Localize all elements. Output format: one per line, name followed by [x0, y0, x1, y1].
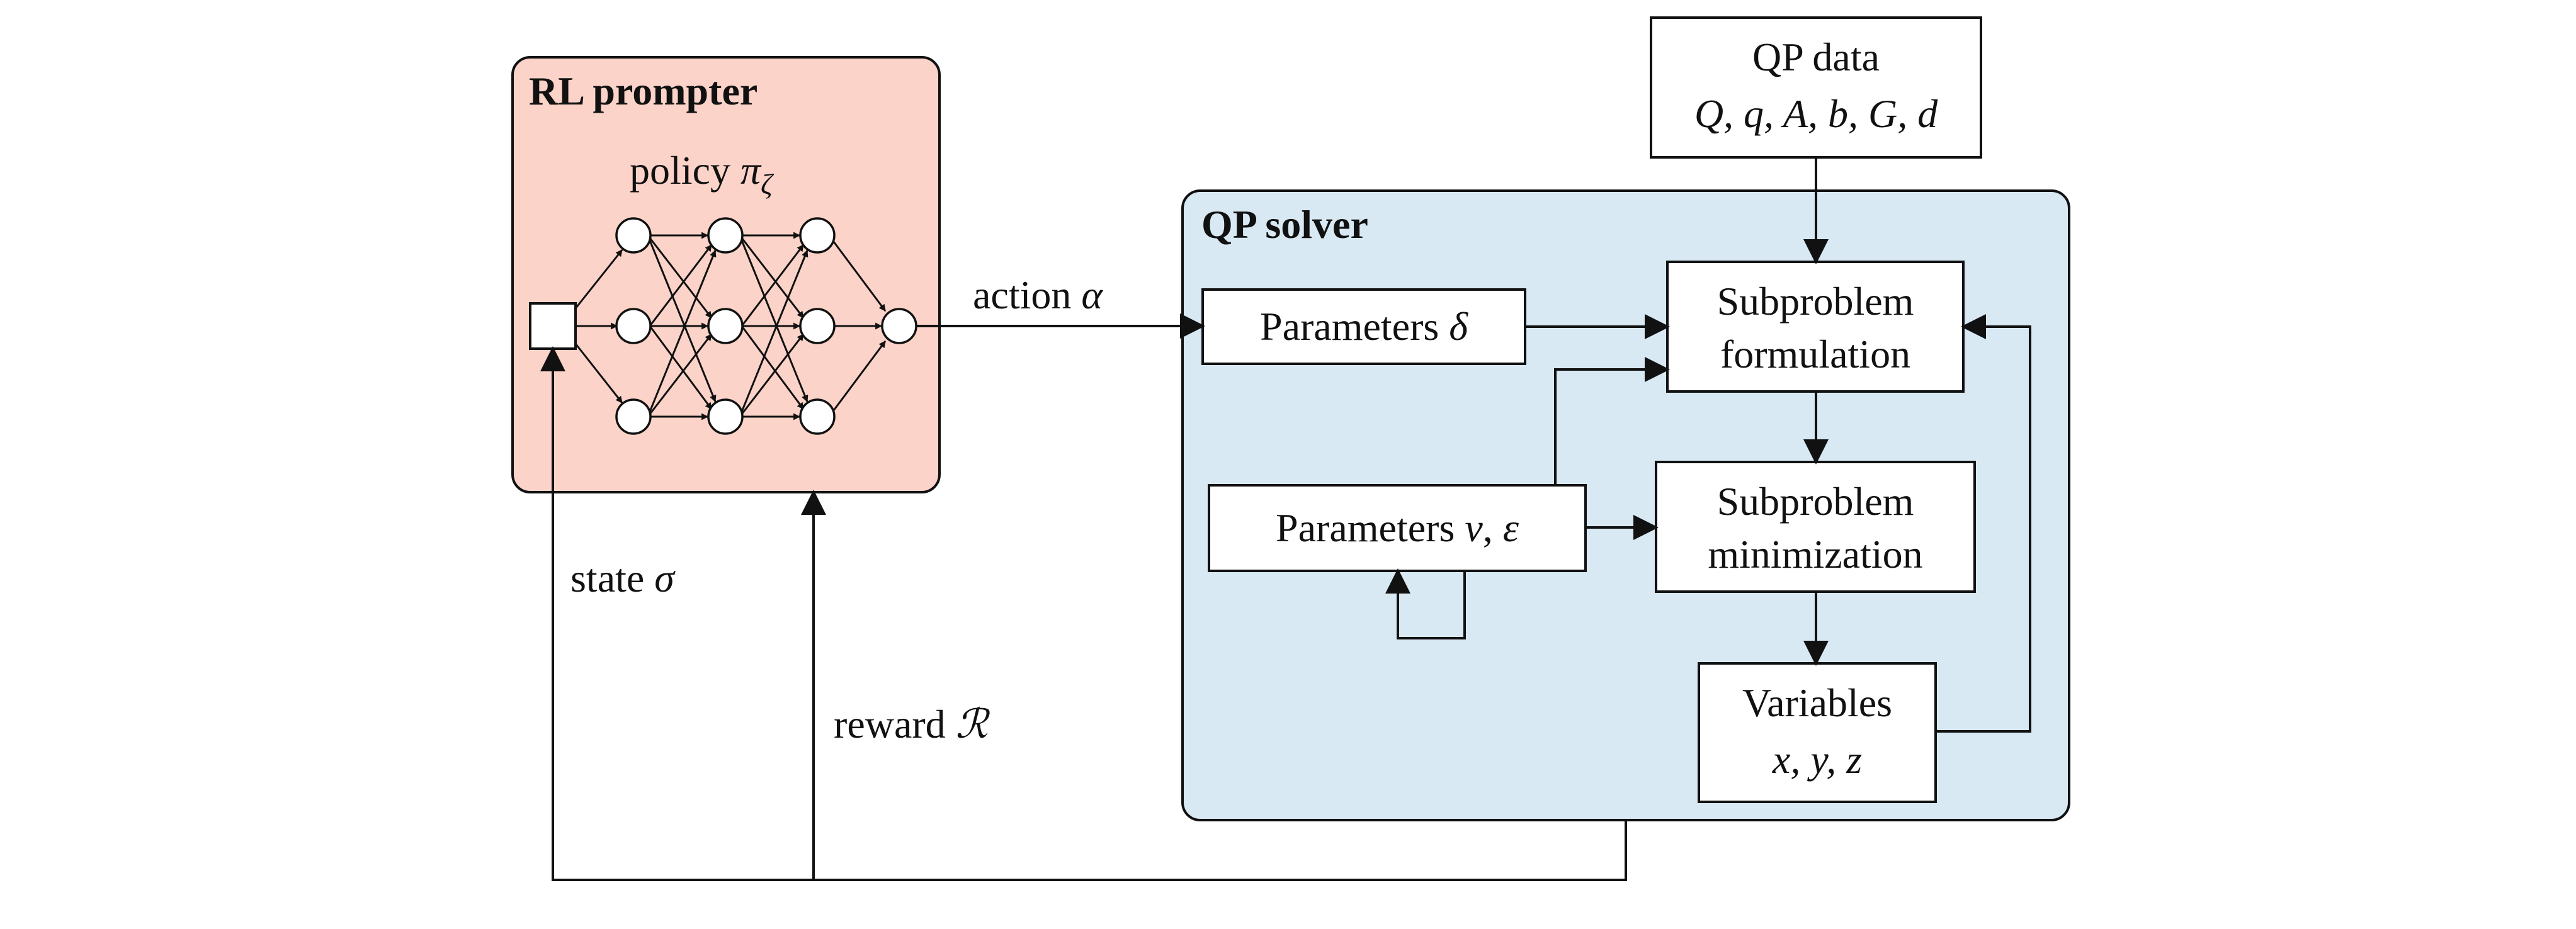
- nn-node: [799, 217, 836, 254]
- nn-node: [615, 308, 652, 344]
- qp-data-box: [1650, 16, 1982, 159]
- qp-data-line2: Q, q, A, b, G, d: [1694, 91, 1938, 136]
- subproblem-formulation-line2: formulation: [1720, 332, 1910, 376]
- nn-node: [707, 308, 744, 344]
- subproblem-minimization-line1: Subproblem: [1717, 479, 1914, 524]
- rl-prompter-panel: RL prompter policy πζ: [511, 56, 941, 493]
- neural-network-edges: [574, 232, 887, 420]
- action-label: action α: [973, 273, 1103, 317]
- variables-feedback-arrow: [1936, 314, 2031, 733]
- variables-line1: Variables: [1742, 680, 1892, 725]
- rl-prompter-box: [511, 56, 941, 493]
- rl-prompter-title: RL prompter: [529, 69, 757, 113]
- qp-solver-panel: QP solver Parameters δ Subproblem formul…: [1181, 189, 2070, 821]
- nn-node: [615, 217, 652, 254]
- parameters-delta-label: Parameters δ: [1260, 304, 1468, 349]
- nu-to-formulation-arrow: [1554, 357, 1670, 485]
- parameters-nu-epsilon-label: Parameters ν, ε: [1276, 505, 1519, 550]
- qp-data-node: QP data Q, q, A, b, G, d: [1650, 16, 1982, 159]
- qp-data-line1: QP data: [1752, 35, 1880, 79]
- input-state-node: [529, 302, 577, 350]
- subproblem-minimization-line2: minimization: [1708, 532, 1922, 577]
- state-label: state σ: [570, 556, 676, 600]
- nu-self-loop-arrow: [1385, 568, 1466, 639]
- nn-node: [615, 398, 652, 435]
- parameters-nu-epsilon-box: [1208, 484, 1587, 572]
- nn-node: [799, 308, 836, 344]
- variables-line2: x, y, z: [1772, 737, 1862, 782]
- nn-node: [707, 217, 744, 254]
- nn-node: [799, 398, 836, 435]
- qp-solver-title: QP solver: [1201, 202, 1368, 247]
- subproblem-formulation-line1: Subproblem: [1717, 279, 1914, 324]
- variables-box: [1698, 662, 1937, 803]
- output-action-node: [881, 308, 917, 344]
- policy-label: policy πζ: [630, 148, 775, 200]
- state-feedback-arrow: [540, 346, 1627, 881]
- connectors: [540, 157, 2031, 881]
- reward-label: reward ℛ: [834, 702, 990, 746]
- nn-node: [707, 398, 744, 435]
